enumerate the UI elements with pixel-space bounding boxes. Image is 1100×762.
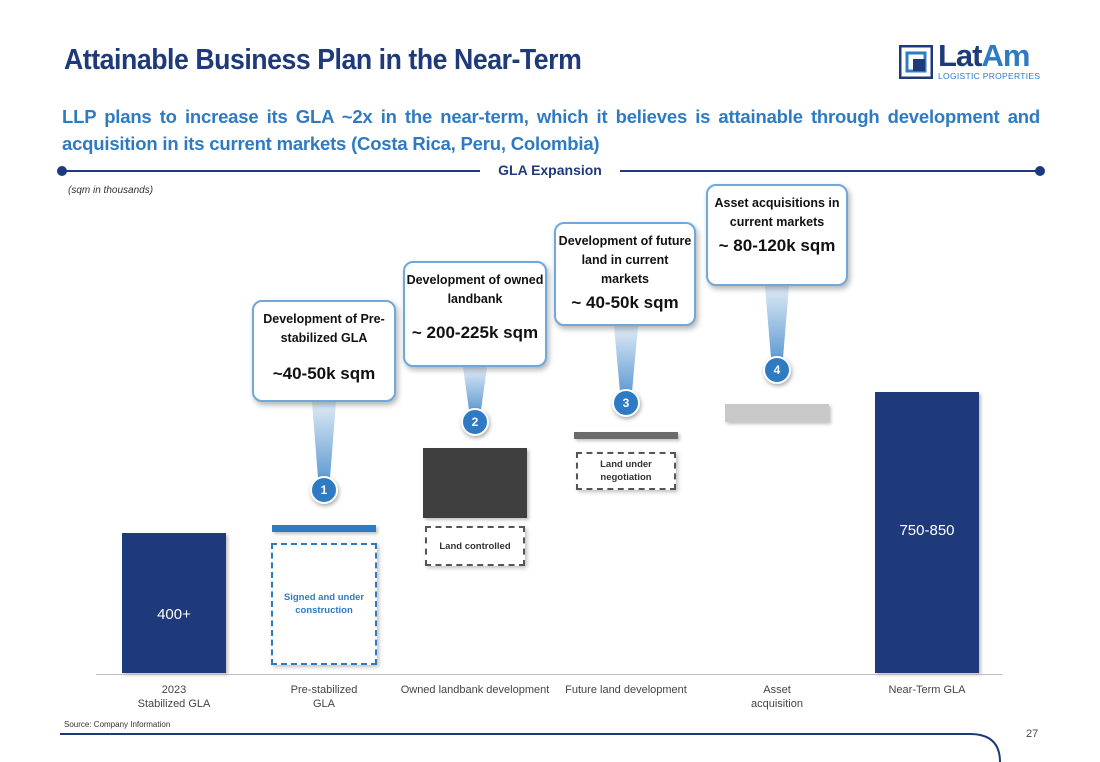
rule-dot-right xyxy=(1035,166,1045,176)
step-number-badge: 1 xyxy=(310,476,338,504)
callout-title: Asset acquisitions in current markets xyxy=(714,196,840,229)
callout-value: ~ 80-120k sqm xyxy=(718,236,836,255)
section-rule-left xyxy=(62,170,480,172)
bar-6 xyxy=(875,392,979,673)
bar-4 xyxy=(574,432,678,440)
callout-title: Development of owned landbank xyxy=(406,273,544,306)
logo-subtitle: LOGISTIC PROPERTIES xyxy=(938,71,1041,81)
page-subtitle: LLP plans to increase its GLA ~2x in the… xyxy=(62,106,1040,154)
pending-box: Land under negotiation xyxy=(576,452,676,490)
bar-1 xyxy=(122,532,226,673)
bar-5 xyxy=(725,404,829,422)
pending-box: Land controlled xyxy=(425,526,525,566)
x-tick-label: Owned landbank development xyxy=(400,684,550,696)
callout-3: Development of future land in current ma… xyxy=(554,222,696,326)
callout-1: Development of Pre-stabilized GLA ~40-50k… xyxy=(252,300,396,402)
callout-value: ~ 200-225k sqm xyxy=(411,323,539,342)
step-number-badge: 3 xyxy=(612,389,640,417)
footer-rule xyxy=(60,733,1001,762)
units-note: (sqm in thousands) xyxy=(68,185,154,196)
source-note: Source: Company Information xyxy=(64,720,171,729)
callout-title: Development of future land in current ma… xyxy=(558,234,692,286)
callout-title: Development of Pre-stabilized GLA xyxy=(263,312,385,345)
callout-pointer xyxy=(765,286,789,358)
callout-2: Development of owned landbank ~ 200-225k … xyxy=(403,261,547,367)
rule-dot-left xyxy=(57,166,67,176)
page-title: Attainable Business Plan in the Near-Ter… xyxy=(64,44,582,76)
logo-am: Am xyxy=(981,38,1031,73)
callout-pointer xyxy=(614,326,638,392)
section-rule-right xyxy=(620,170,1040,172)
x-tick-label: Future land development xyxy=(565,684,687,696)
bar-2 xyxy=(272,525,376,533)
page-number: 27 xyxy=(1026,728,1039,740)
bar-value-label: 400+ xyxy=(157,605,191,623)
logo-lat: Lat xyxy=(938,38,982,73)
step-number-badge: 4 xyxy=(763,356,791,384)
pending-box: Signed and under construction xyxy=(271,543,377,665)
logo-wordmark: LatAm xyxy=(938,38,1031,73)
x-axis-line xyxy=(96,674,1002,675)
latam-logo-icon xyxy=(899,45,933,79)
callout-4: Asset acquisitions in current markets ~ 8… xyxy=(706,184,848,286)
x-tick-label: Near-Term GLA xyxy=(888,684,966,696)
section-label: GLA Expansion xyxy=(480,162,620,178)
bar-3 xyxy=(423,448,527,519)
callout-value: ~ 40-50k sqm xyxy=(571,293,679,312)
callout-pointer xyxy=(463,367,487,410)
callout-pointer xyxy=(312,402,336,478)
step-number-badge: 2 xyxy=(461,408,489,436)
callout-value: ~40-50k sqm xyxy=(272,364,376,383)
bar-value-label: 750-850 xyxy=(899,522,955,539)
